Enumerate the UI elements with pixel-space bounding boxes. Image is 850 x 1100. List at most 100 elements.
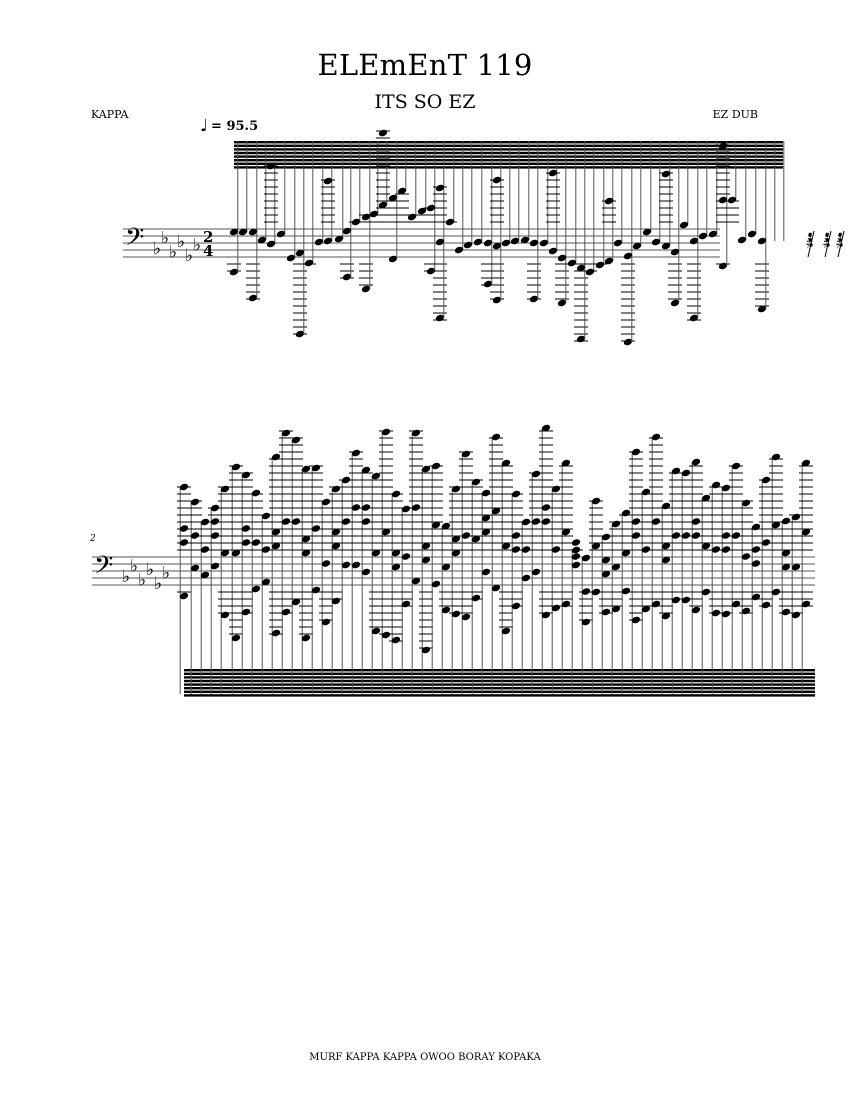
note-head xyxy=(378,201,388,209)
note-head xyxy=(295,249,305,257)
note-head xyxy=(483,239,493,247)
note-head xyxy=(257,236,267,244)
note-head xyxy=(220,485,230,493)
note-head xyxy=(571,539,581,546)
note-head xyxy=(481,568,491,576)
note-head xyxy=(401,553,411,560)
note-head xyxy=(286,254,296,262)
note-head xyxy=(604,197,614,205)
note-head xyxy=(747,230,757,238)
note-head xyxy=(531,470,541,478)
note-head xyxy=(551,485,561,493)
note-head xyxy=(718,142,728,150)
note-head xyxy=(631,518,641,525)
note-head xyxy=(585,268,595,276)
note-head xyxy=(441,606,451,614)
beam xyxy=(184,676,815,679)
note-head xyxy=(611,605,621,613)
note-head xyxy=(411,429,421,437)
composer-credit: EZ DUB xyxy=(712,108,758,121)
note-head xyxy=(611,563,621,571)
note-head xyxy=(491,433,501,441)
note-head xyxy=(421,646,431,654)
note-head xyxy=(561,528,571,536)
note-head xyxy=(761,601,771,609)
note-head xyxy=(331,542,341,550)
beam xyxy=(184,679,815,683)
flat-icon: ♭ xyxy=(154,574,162,594)
note-head xyxy=(761,476,771,484)
staff-system-1: 𝄢♭♭♭♭♭♭24𝅂𝅂𝅂 xyxy=(123,129,845,346)
note-head xyxy=(371,627,381,635)
note-head xyxy=(492,296,502,304)
note-head xyxy=(323,177,333,185)
note-head xyxy=(561,459,571,467)
note-head xyxy=(179,483,189,491)
note-head xyxy=(407,213,417,221)
note-head xyxy=(388,255,398,263)
note-head xyxy=(451,535,461,543)
note-head xyxy=(441,563,451,571)
note-head xyxy=(548,169,558,177)
note-head xyxy=(431,521,441,529)
flat-icon: ♭ xyxy=(122,567,130,587)
rest-dot xyxy=(826,243,830,247)
note-head xyxy=(632,242,642,250)
note-head xyxy=(531,518,541,525)
note-head xyxy=(671,532,681,539)
note-head xyxy=(651,600,661,608)
note-head xyxy=(791,513,801,521)
note-head xyxy=(567,259,577,267)
note-head xyxy=(681,469,691,477)
rest-dot xyxy=(838,238,843,242)
note-head xyxy=(271,528,281,536)
note-head xyxy=(511,532,521,539)
note-head xyxy=(271,453,281,461)
note-head xyxy=(241,471,251,479)
note-head xyxy=(721,484,731,492)
note-head xyxy=(331,485,341,493)
note-head xyxy=(381,528,391,536)
note-head xyxy=(718,196,728,204)
note-head xyxy=(321,560,331,567)
note-head xyxy=(670,248,680,256)
note-head xyxy=(661,612,671,620)
note-head xyxy=(331,528,341,536)
note-head xyxy=(251,585,261,593)
note-head xyxy=(266,240,276,248)
note-head xyxy=(604,257,614,265)
note-head xyxy=(301,535,311,543)
note-head xyxy=(591,588,601,596)
note-head xyxy=(461,450,471,458)
note-head xyxy=(190,498,200,506)
note-head xyxy=(483,280,493,288)
note-head xyxy=(591,497,601,505)
note-head xyxy=(651,518,661,525)
note-head xyxy=(621,549,631,557)
note-head xyxy=(401,600,411,608)
note-head xyxy=(341,476,351,484)
note-head xyxy=(421,542,431,550)
note-head xyxy=(701,494,711,502)
note-head xyxy=(238,228,248,236)
note-head xyxy=(751,546,761,553)
beam xyxy=(234,166,783,169)
note-head xyxy=(241,539,251,546)
note-head xyxy=(281,518,291,525)
note-head xyxy=(718,262,728,270)
note-head xyxy=(341,518,351,525)
beam xyxy=(234,148,783,151)
note-head xyxy=(708,230,718,238)
note-head xyxy=(731,532,741,539)
note-head xyxy=(576,335,586,343)
note-head xyxy=(321,618,331,626)
note-head xyxy=(391,636,401,644)
note-head xyxy=(701,588,711,596)
note-head xyxy=(601,608,611,616)
note-head xyxy=(210,562,220,570)
note-head xyxy=(651,433,661,441)
note-head xyxy=(401,505,411,513)
note-head xyxy=(311,464,321,472)
note-head xyxy=(351,218,361,226)
note-head xyxy=(661,502,671,510)
